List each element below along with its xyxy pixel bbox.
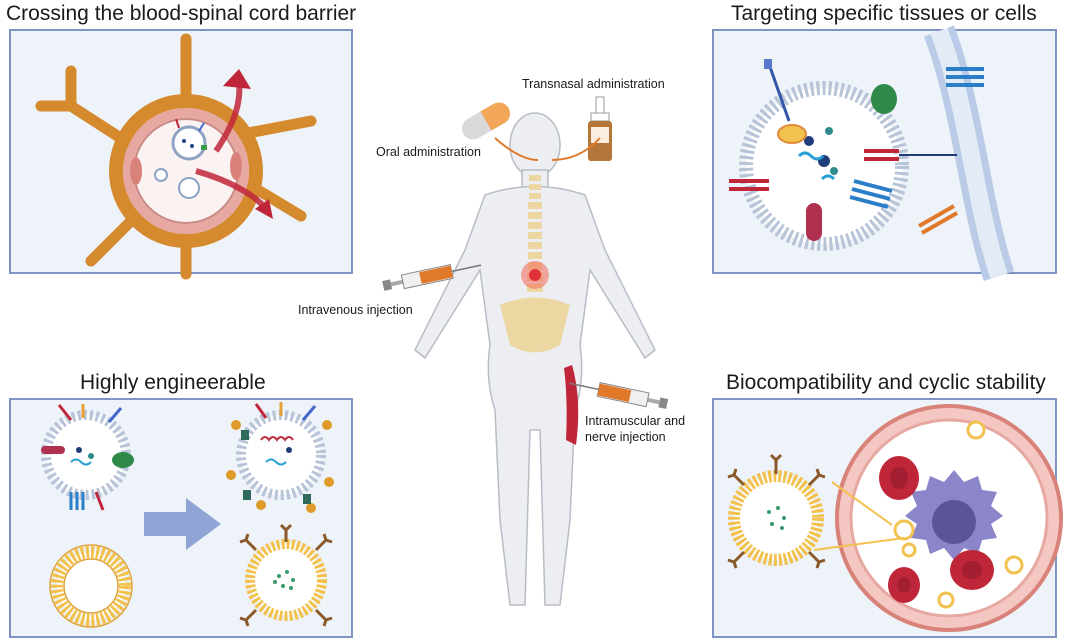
- nasal-spray-icon: [588, 96, 612, 161]
- engineerable-panel: [9, 398, 353, 638]
- administration-arrows: [494, 137, 601, 161]
- bscb-panel: [9, 29, 353, 280]
- engineerable-title: Highly engineerable: [80, 371, 266, 394]
- intravenous-label: Intravenous injection: [298, 303, 413, 317]
- intramuscular-label-2: nerve injection: [585, 430, 666, 444]
- pill-capsule-icon: [462, 102, 510, 140]
- human-body-illustration: [414, 112, 656, 606]
- blue-arrow-icon: [144, 498, 221, 550]
- syringe-icon: [382, 263, 482, 291]
- biocompat-title: Biocompatibility and cyclic stability: [726, 371, 1046, 394]
- bscb-title: Crossing the blood-spinal cord barrier: [6, 2, 357, 25]
- targeting-title: Targeting specific tissues or cells: [731, 2, 1037, 25]
- oral-label: Oral administration: [376, 145, 481, 159]
- engineerable-illustration: [41, 402, 334, 628]
- targeting-illustration: [729, 25, 1015, 282]
- syringe-icon: [569, 382, 669, 409]
- targeting-panel: [712, 25, 1057, 282]
- biocompat-panel: [712, 398, 1063, 638]
- biocompat-illustration: [727, 404, 1063, 632]
- bscb-illustration: [35, 33, 317, 280]
- intramuscular-label-1: Intramuscular and: [585, 414, 686, 428]
- transnasal-label: Transnasal administration: [522, 77, 665, 91]
